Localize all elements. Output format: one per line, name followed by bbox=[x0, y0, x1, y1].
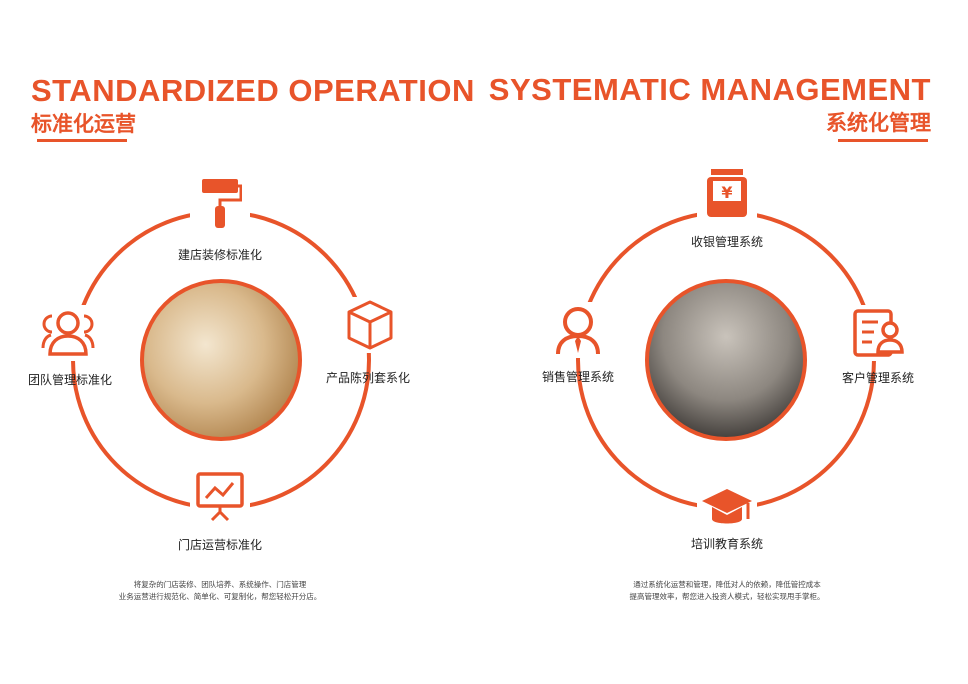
presentation-chart-icon bbox=[190, 468, 250, 524]
left-title-en: STANDARDIZED OPERATION bbox=[31, 73, 475, 108]
right-description: 通过系统化运营和管理，降低对人的依赖，降低管控成本 提高管理效率，帮您进入投资人… bbox=[577, 579, 877, 603]
left-desc-line1: 将复杂的门店装修、团队培养、系统操作、门店管理 bbox=[133, 580, 307, 589]
item-sales-system: 销售管理系统 bbox=[541, 370, 615, 384]
salesperson-icon bbox=[548, 302, 608, 358]
item-training-system: 培训教育系统 bbox=[690, 537, 764, 551]
customer-card-icon bbox=[848, 305, 908, 361]
item-store-operation: 门店运营标准化 bbox=[177, 538, 263, 552]
graduation-cap-icon bbox=[697, 481, 757, 537]
left-title-cn: 标准化运营 bbox=[31, 112, 136, 136]
cash-hand-icon: ¥ bbox=[697, 166, 757, 222]
paint-roller-icon bbox=[190, 176, 250, 232]
item-cashier-system: 收银管理系统 bbox=[690, 235, 764, 249]
item-store-decoration: 建店装修标准化 bbox=[177, 248, 263, 262]
item-customer-system: 客户管理系统 bbox=[841, 371, 915, 385]
right-underline bbox=[838, 139, 928, 142]
left-description: 将复杂的门店装修、团队培养、系统操作、门店管理 业务运营进行规范化、简单化、可复… bbox=[70, 579, 370, 603]
box-icon bbox=[340, 297, 400, 353]
right-title-cn: 系统化管理 bbox=[826, 111, 931, 135]
right-desc-line2: 提高管理效率，帮您进入投资人模式，轻松实现甩手掌柜。 bbox=[629, 592, 825, 601]
right-title-en: SYSTEMATIC MANAGEMENT bbox=[488, 72, 931, 107]
left-underline bbox=[37, 139, 127, 142]
team-icon bbox=[38, 305, 98, 361]
item-product-display: 产品陈列套系化 bbox=[325, 371, 411, 385]
left-desc-line2: 业务运营进行规范化、简单化、可复制化，帮您轻松开分店。 bbox=[118, 592, 322, 601]
meeting-photo bbox=[645, 279, 807, 441]
item-team-management: 团队管理标准化 bbox=[27, 373, 113, 387]
store-photo bbox=[140, 279, 302, 441]
right-desc-line1: 通过系统化运营和管理，降低对人的依赖，降低管控成本 bbox=[633, 580, 821, 589]
svg-text:¥: ¥ bbox=[721, 183, 732, 202]
